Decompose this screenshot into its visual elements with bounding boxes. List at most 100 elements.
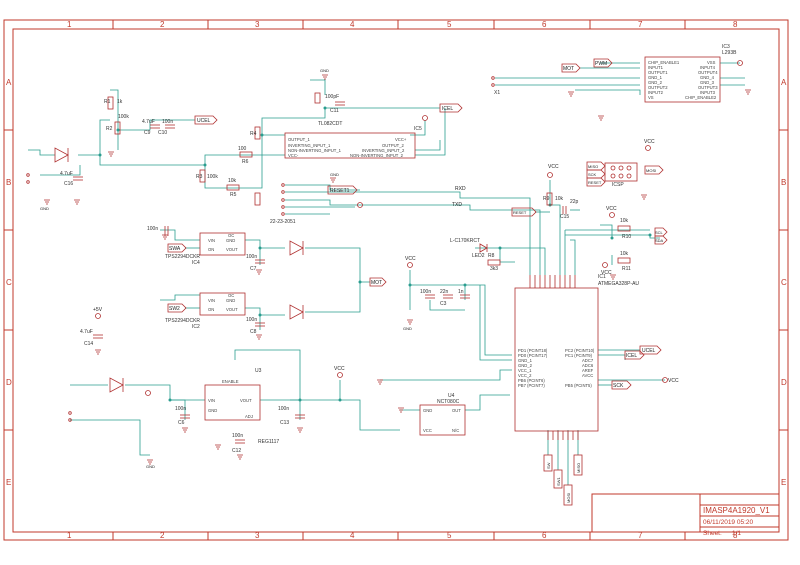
pin-label: GND_4 (700, 75, 715, 80)
pin-label: GND (208, 408, 217, 413)
net-icel: ICEL (442, 106, 453, 112)
diode-d2 (109, 377, 124, 393)
connector-x: 22-23-2051 (270, 183, 296, 225)
diode-d1 (54, 147, 69, 163)
pin-label: PB7 (PCINT7) (518, 383, 545, 388)
c7-label: C7 (250, 266, 257, 272)
pin-label: INPUT4 (700, 65, 716, 70)
led-indicator: L-C170KRCT LED2 (450, 238, 488, 259)
c13-value: 100n (278, 406, 289, 412)
ic1-ref: IC1 (598, 274, 606, 280)
input-connectors (26, 173, 72, 422)
u3-ref: U3 (255, 368, 262, 374)
pin-label: ENABLE (222, 379, 239, 384)
ic3-ref: IC3 (722, 44, 730, 50)
pin-label: AREF (582, 368, 594, 373)
gnd-label-4: GND (403, 326, 412, 331)
c15-label: C15 (560, 214, 569, 220)
diode-d4 (289, 304, 304, 320)
pin-label: VOUT (240, 398, 252, 403)
pin-label: GND (226, 298, 235, 303)
pin-label: OUT (452, 408, 461, 413)
pin-label: PD1 (PCINT18) (518, 348, 548, 353)
u3-regulator: U3 REG1117 VIN GND VOUT ADJ ENABLE (204, 368, 279, 445)
c8-value: 100n (246, 317, 257, 323)
c8-label: C8 (250, 329, 257, 335)
net-mosi-bottom: MOSI (566, 493, 571, 503)
ic2-value: TPS2294DCKR (165, 318, 200, 324)
col-label: 4 (350, 20, 355, 29)
col-label: 3 (255, 531, 260, 540)
row-label: C (781, 278, 787, 287)
connector-value: 22-23-2051 (270, 219, 296, 225)
r8-value: 3k3 (490, 266, 498, 272)
net-sw2: SW2 (169, 306, 180, 312)
c6-value: 100n (175, 406, 186, 412)
col-label: 6 (542, 20, 547, 29)
vcc-label-7: VCC (601, 270, 612, 276)
pin-label: VS (648, 95, 654, 100)
pin-label: VIN (208, 298, 215, 303)
ic2-ref: IC2 (192, 324, 200, 330)
net-sck-icsp: SCK (588, 172, 597, 177)
pin-label: VOUT (226, 247, 238, 252)
title-text: IMASP4A1920_V1 (703, 506, 770, 515)
c13-label: C13 (280, 420, 289, 426)
pin-label: AVCC (582, 373, 593, 378)
ic1-microcontroller: IC1 ATMEGA328P-AU PD1 (PCINT18) PD0 (PCI… (514, 274, 639, 432)
outer-frame (3, 19, 789, 541)
resistors (107, 92, 631, 266)
col-label: 2 (160, 531, 165, 540)
col-label: 7 (638, 20, 643, 29)
u4-ref: U4 (448, 393, 455, 399)
row-label: E (781, 478, 786, 487)
x1-ref: X1 (494, 90, 500, 96)
r1-value: 1k (117, 99, 123, 105)
u4-value: NCT080C (437, 399, 460, 405)
col-label: 3 (255, 20, 260, 29)
ic5-ref: IC5 (414, 126, 422, 132)
net-mosi-icsp: MOSI (646, 168, 656, 173)
c10-label: C10 (158, 130, 167, 136)
c-decouple3-value: 1n (458, 289, 464, 295)
net-sw-bottom: SW (546, 462, 551, 469)
net-txd: TXD (452, 202, 462, 208)
r5-value: 10k (228, 178, 237, 184)
pin-label: ADC6 (582, 363, 594, 368)
wire-network (28, 62, 745, 485)
row-label: A (6, 78, 12, 87)
column-ticks (112, 20, 686, 540)
net-reset: RESET1 (330, 188, 350, 194)
pin-label: ON (208, 307, 214, 312)
ic3-motor-driver: IC3 L293B CHIP_ENABLE1 INPUT1 OUTPUT1 GN… (644, 44, 737, 103)
column-labels-top: 1 2 3 4 5 6 7 8 (67, 20, 738, 29)
row-label: B (6, 178, 11, 187)
row-label: B (781, 178, 786, 187)
col-label: 2 (160, 20, 165, 29)
r3-value: 100k (207, 174, 218, 180)
pin-label: OUTPUT_2 (382, 143, 405, 148)
vcc-label-6: VCC (668, 378, 679, 384)
pin-label: VSS (707, 60, 716, 65)
net-reset-icsp: RESET (588, 180, 602, 185)
gnd-label-5: GND (330, 172, 339, 177)
ic4-power-switch: TPS2294DCKR IC4 VIN GND VOUT ON OC (165, 232, 246, 266)
pin-label: GND_1 (648, 75, 663, 80)
column-labels-bottom: 1 2 3 4 5 6 7 8 (67, 531, 738, 540)
net-ucel-2: UCEL (642, 348, 656, 354)
capacitors (73, 101, 567, 444)
c14-label: C14 (84, 341, 93, 347)
pin-label: VCC+ (395, 137, 407, 142)
connector-x1: X1 (491, 76, 500, 96)
led-value: L-C170KRCT (450, 238, 480, 244)
ic3-value: L293B (722, 50, 737, 56)
net-labels: UCEL ICEL RESET1 RXD TXD SWA SW2 MOT MOT… (167, 58, 668, 506)
pin-label: PC1 (PCINT9) (565, 353, 593, 358)
pin-label: CHIP_ENABLE1 (648, 60, 680, 65)
row-label: D (781, 378, 787, 387)
col-label: 1 (67, 531, 72, 540)
vcc-label-4: VCC (606, 206, 617, 212)
junctions (98, 106, 652, 402)
gnd-label-2: GND (320, 68, 329, 73)
